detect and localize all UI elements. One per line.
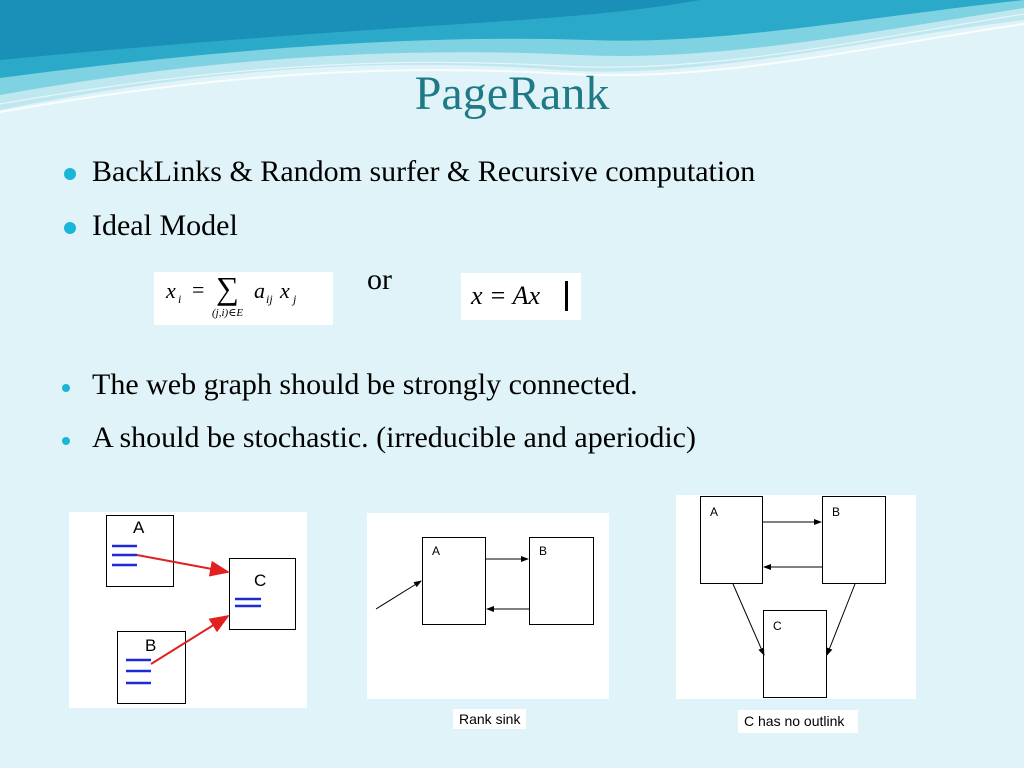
formula-matrix: x = Ax bbox=[471, 281, 541, 310]
node-b: B bbox=[117, 631, 186, 704]
formula-lhs: x bbox=[166, 278, 176, 303]
node-b-label: B bbox=[145, 636, 157, 655]
bullet-ideal-model: Ideal Model bbox=[92, 209, 238, 242]
caption-no-outlink: C has no outlink bbox=[738, 710, 859, 733]
figure-backlinks: A B C bbox=[69, 512, 307, 708]
formula-lhs-sub: i bbox=[178, 292, 182, 306]
node-b-text-lines bbox=[126, 658, 151, 685]
figure-rank-sink: A B bbox=[367, 513, 609, 699]
formula-matrix-image: x = Ax bbox=[461, 273, 581, 320]
sub-bullet-stochastic: A should be stochastic. (irreducible and… bbox=[92, 421, 696, 454]
formula-term-x-sub: j bbox=[293, 292, 297, 306]
node-a: A bbox=[422, 537, 486, 625]
node-b-label: B bbox=[539, 544, 548, 558]
node-a-label: A bbox=[432, 544, 441, 558]
link-arrow-b-to-c bbox=[150, 614, 230, 665]
bullet-dot bbox=[64, 168, 76, 180]
link-arrow-a-to-c bbox=[136, 554, 230, 577]
sub-bullet-dot bbox=[62, 384, 70, 392]
node-a-text-lines bbox=[112, 544, 137, 567]
sub-bullet-dot bbox=[62, 437, 70, 445]
node-c: C bbox=[229, 558, 296, 630]
bullet-dot bbox=[64, 222, 76, 234]
link-arrow-a-to-c bbox=[732, 583, 765, 656]
node-a-label: A bbox=[710, 505, 719, 519]
formula-term-x: x bbox=[280, 278, 290, 303]
caption-rank-sink: Rank sink bbox=[453, 709, 527, 729]
node-b: B bbox=[822, 496, 886, 584]
node-a-label: A bbox=[133, 518, 145, 537]
sub-bullet-strongly-connected: The web graph should be strongly connect… bbox=[92, 368, 638, 401]
bullet-backlinks: BackLinks & Random surfer & Recursive co… bbox=[92, 155, 756, 188]
node-c-label: C bbox=[254, 571, 267, 590]
node-a: A bbox=[106, 515, 174, 587]
formula-term-a: a bbox=[254, 278, 265, 303]
header-wave-decoration bbox=[0, 0, 1024, 113]
slide-title: PageRank bbox=[414, 67, 610, 120]
text-cursor bbox=[565, 281, 568, 311]
figure-backlinks-links bbox=[112, 544, 261, 685]
node-c-label: C bbox=[773, 619, 782, 633]
formula-summation-image: x i = ∑ (j,i)∈E a ij x j bbox=[154, 270, 333, 325]
figure-rank-sink-links bbox=[375, 556, 529, 612]
node-a: A bbox=[700, 496, 763, 584]
link-arrow-b-to-c bbox=[826, 583, 856, 656]
formula-sum-under: (j,i)∈E bbox=[212, 307, 244, 319]
formula-connector-or: or bbox=[367, 263, 392, 296]
formula-term-a-sub: ij bbox=[266, 292, 273, 306]
link-arrow-incoming bbox=[375, 580, 422, 610]
formula-equals: = bbox=[192, 277, 205, 302]
node-c-text-lines bbox=[235, 597, 261, 608]
node-b-label: B bbox=[832, 505, 841, 519]
node-b: B bbox=[529, 537, 594, 625]
figure-dangling-node-links bbox=[732, 519, 856, 656]
figure-dangling-node: A B C bbox=[676, 495, 916, 699]
formula-sigma: ∑ bbox=[216, 270, 239, 306]
